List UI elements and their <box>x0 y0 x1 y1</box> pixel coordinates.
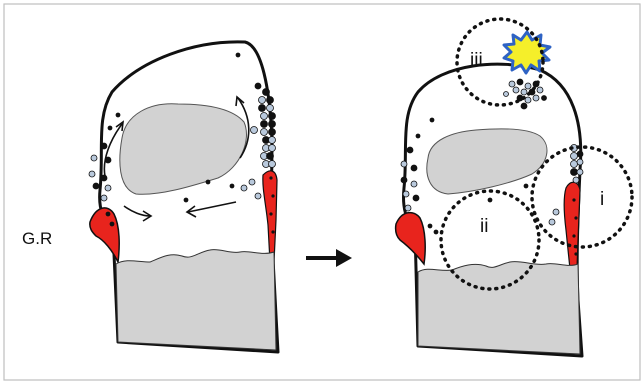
growth-region-label: G.R <box>22 229 52 248</box>
zone-iii-label: iii <box>470 50 483 71</box>
zone-ii-label: ii <box>480 216 488 237</box>
zone-i-label: i <box>600 189 604 210</box>
left-metaphysis-block <box>116 250 276 350</box>
left-bone <box>89 42 278 352</box>
right-metaphysis-block <box>418 262 580 354</box>
